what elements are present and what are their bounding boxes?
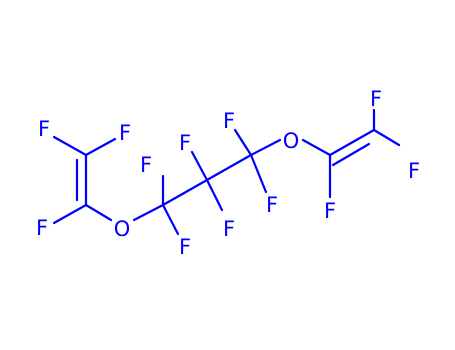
atom-label-f: F xyxy=(179,131,191,155)
bond-c3-f-down xyxy=(249,153,268,194)
bond-double-right-inner xyxy=(331,142,371,167)
atom-label-f: F xyxy=(266,193,278,217)
atom-label-f: F xyxy=(223,217,235,241)
bond-double-right-outer xyxy=(328,128,376,157)
bond-c-o-left xyxy=(84,203,113,222)
atom-label-o: O xyxy=(114,217,131,241)
atom-labels-layer: F F F O F F F F F F O F F F xyxy=(36,87,420,259)
atom-label-f: F xyxy=(140,153,152,177)
bond-c2-c3 xyxy=(205,153,253,182)
bond-o-c-right xyxy=(301,138,332,157)
atom-label-f: F xyxy=(38,117,50,141)
atom-label-o: O xyxy=(283,129,300,153)
atom-label-f: F xyxy=(36,216,48,240)
bond-c1-f-down xyxy=(161,203,180,236)
bond-cf-left xyxy=(52,203,88,225)
atom-label-f: F xyxy=(119,121,131,145)
atom-label-f: F xyxy=(370,87,382,111)
bonds-layer xyxy=(52,108,401,236)
atom-label-f: F xyxy=(223,109,235,133)
bond-c1-c2 xyxy=(161,178,209,207)
atom-label-f: F xyxy=(408,159,420,183)
bond-o-c-left xyxy=(132,203,165,222)
bond-c3-f-up xyxy=(233,128,253,157)
bond-c2-f-down xyxy=(205,178,224,212)
bond-cf-top-left xyxy=(52,135,88,157)
bond-c3-o-right xyxy=(249,138,282,157)
bond-cf-top-right xyxy=(84,137,117,157)
bond-c2-f-up xyxy=(190,150,209,182)
atom-label-f: F xyxy=(324,199,336,223)
bond-cf-right-side xyxy=(372,128,401,147)
atom-label-f: F xyxy=(179,235,191,259)
